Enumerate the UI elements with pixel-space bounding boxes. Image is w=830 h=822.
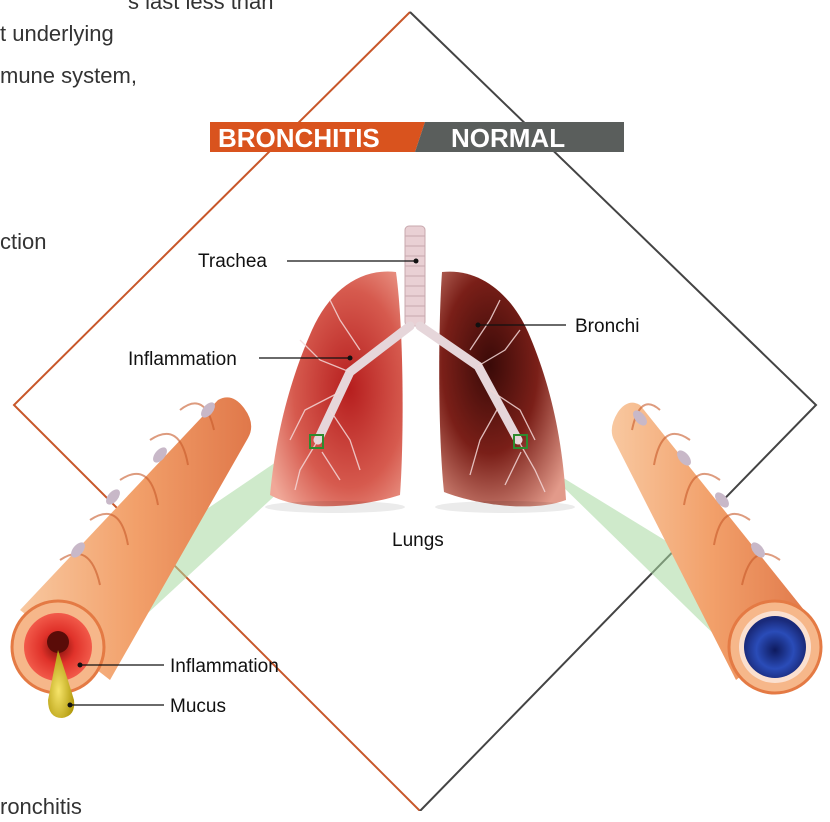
trachea-label: Trachea	[198, 251, 267, 272]
narrowed-lumen	[47, 631, 69, 653]
bronchi-label: Bronchi	[575, 316, 639, 337]
mucus-label: Mucus	[170, 696, 226, 717]
left-lung	[270, 272, 403, 507]
inflammation-upper-label: Inflammation	[128, 349, 237, 370]
right-lung	[439, 272, 566, 507]
normal-header-label: NORMAL	[451, 123, 565, 153]
lungs-label: Lungs	[392, 530, 444, 551]
lungs-illustration	[265, 226, 575, 513]
bronchitis-header-label: BRONCHITIS	[218, 123, 380, 153]
header-bar: BRONCHITIS NORMAL	[210, 122, 624, 153]
inflammation-lower-label: Inflammation	[170, 656, 279, 677]
open-lumen	[744, 616, 806, 678]
